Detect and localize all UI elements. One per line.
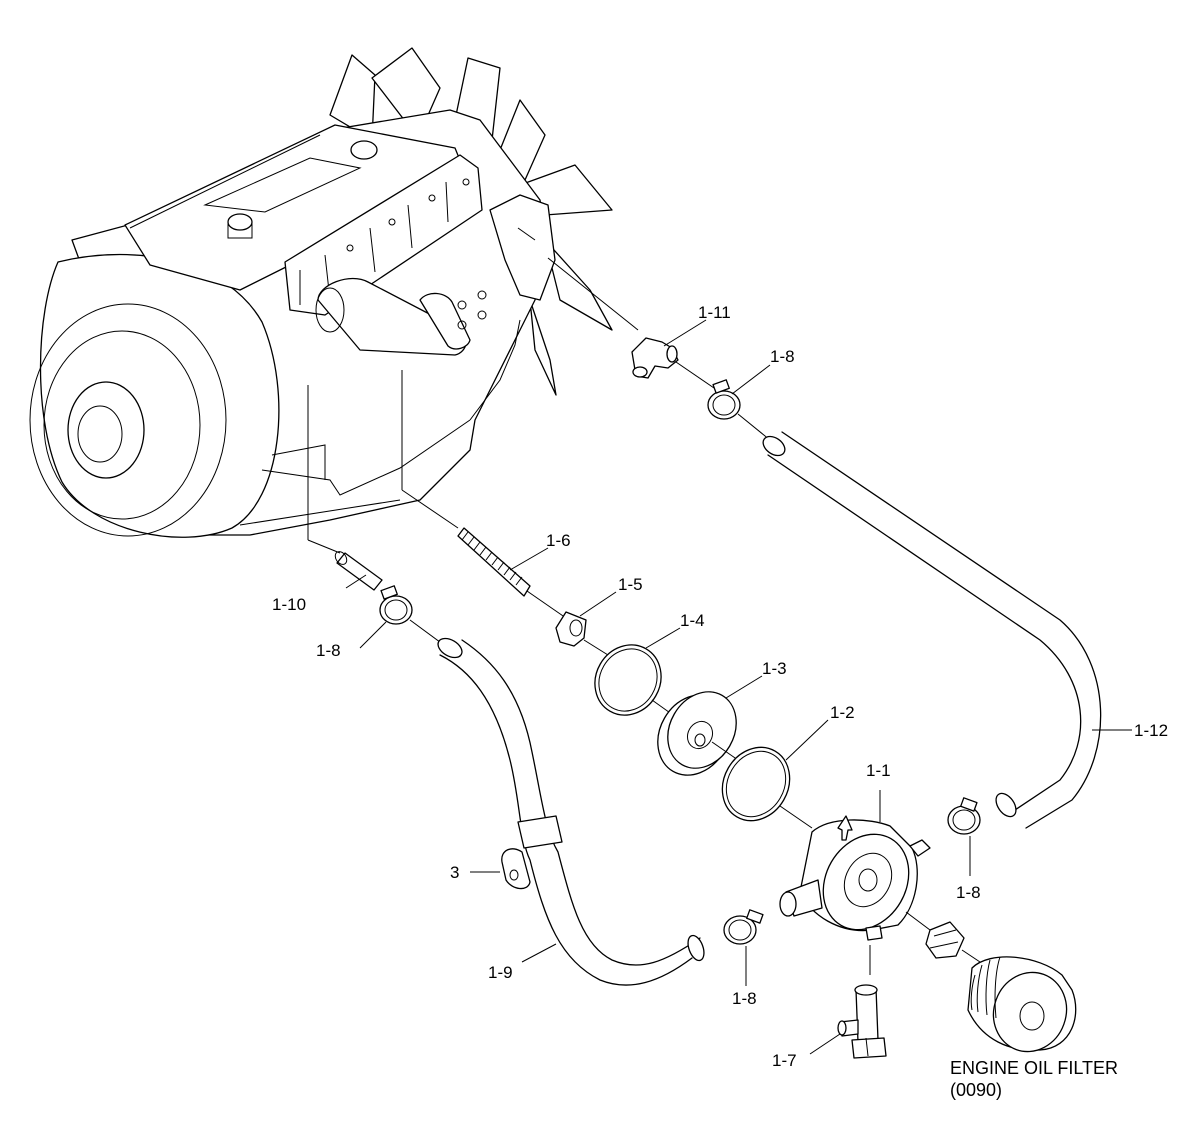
- o-ring-1-4: [594, 644, 681, 721]
- hose-clamp-bottom: [723, 909, 764, 945]
- callout-labels: 1-11 1-8 1-6 1-5 1-10 1-8 1-4 1-3 1-2 1-…: [272, 303, 1168, 1070]
- oil-hose-1-12: [762, 431, 1102, 829]
- hose-clamp-right: [947, 797, 981, 835]
- filter-caption-line2: (0090): [950, 1080, 1002, 1100]
- nut-1-5: [555, 611, 609, 656]
- callout-1-12: 1-12: [1134, 721, 1168, 740]
- callout-1-11: 1-11: [698, 303, 731, 322]
- callout-1-4: 1-4: [680, 611, 705, 630]
- callout-3: 3: [450, 863, 459, 882]
- callout-1-9: 1-9: [488, 963, 513, 982]
- engine-oil-filter: [967, 956, 1077, 1053]
- filter-adapter: [925, 921, 965, 959]
- callout-1-8-right: 1-8: [956, 883, 981, 902]
- callout-1-8-left: 1-8: [316, 641, 341, 660]
- drain-cock-1-7: [837, 984, 887, 1059]
- pin-1-10: [334, 551, 383, 591]
- callout-1-2: 1-2: [830, 703, 855, 722]
- callout-1-6: 1-6: [546, 531, 571, 550]
- callout-1-1: 1-1: [866, 761, 891, 780]
- callout-1-3: 1-3: [762, 659, 787, 678]
- threaded-stud-1-6: [457, 527, 567, 619]
- hose-clamp-left: [379, 585, 413, 625]
- elbow-fitting-1-11: [631, 337, 715, 389]
- filter-caption-line1: ENGINE OIL FILTER: [950, 1058, 1118, 1078]
- o-ring-1-2: [721, 746, 813, 829]
- engine-illustration: [29, 47, 613, 538]
- hose-clamp-top: [707, 379, 741, 420]
- cooling-fan: [329, 47, 613, 396]
- callout-1-10: 1-10: [272, 595, 306, 614]
- callout-1-8-top: 1-8: [770, 347, 795, 366]
- filter-caption: ENGINE OIL FILTER (0090): [950, 1058, 1118, 1100]
- oil-hose-1-9: [437, 637, 705, 986]
- callout-1-5: 1-5: [618, 575, 643, 594]
- engine-leader-lines: [307, 257, 639, 554]
- oil-cooler-1-1: [779, 815, 931, 941]
- callout-1-8-bottom: 1-8: [732, 989, 757, 1008]
- callout-leaders: [345, 319, 1132, 1055]
- callout-1-7: 1-7: [772, 1051, 797, 1070]
- cover-plate-1-3: [657, 691, 739, 776]
